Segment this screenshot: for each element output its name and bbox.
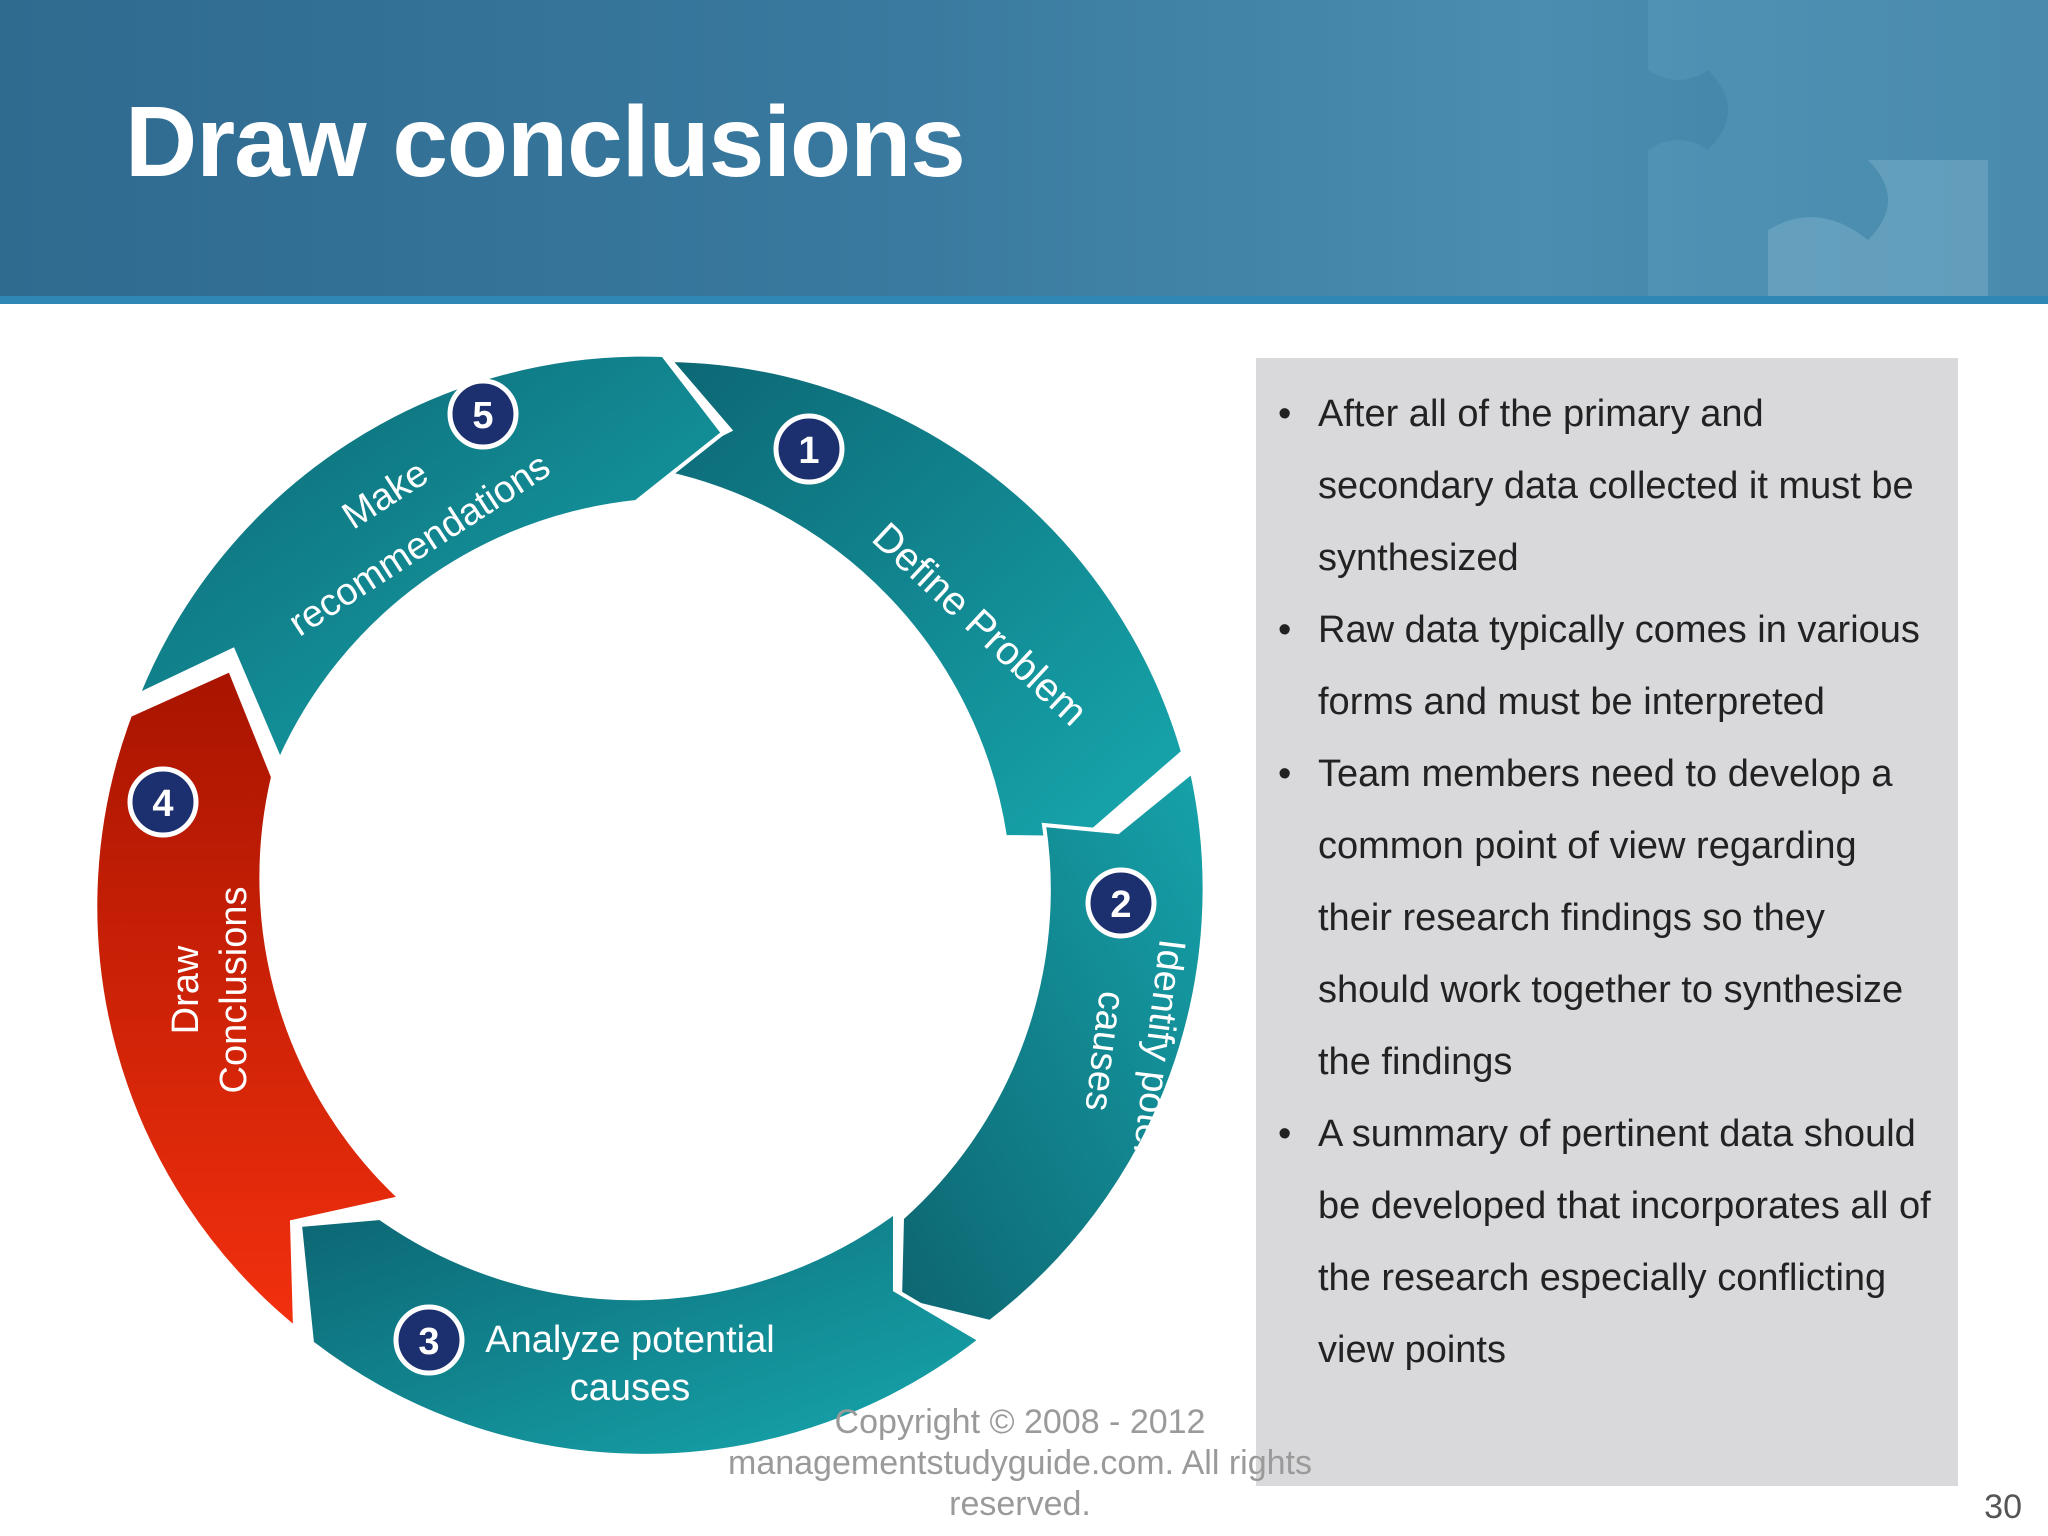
cycle-segment-1 <box>643 357 1186 841</box>
step-2-number: 2 <box>1110 884 1131 926</box>
bullet-item: Raw data typically comes in various form… <box>1278 594 1938 738</box>
step-1-number: 1 <box>798 430 819 472</box>
step-5-badge: 5 <box>447 378 519 450</box>
bullet-item: A summary of pertinent data should be de… <box>1278 1098 1938 1386</box>
step-4-label-line1: Draw <box>165 945 207 1034</box>
slide-title: Draw conclusions <box>125 86 966 198</box>
step-3-badge: 3 <box>393 1304 465 1376</box>
step-4-number: 4 <box>152 783 173 825</box>
step-3-number: 3 <box>418 1321 439 1363</box>
header-banner: Draw conclusions <box>0 0 2048 304</box>
slide-number: 30 <box>1984 1488 2022 1526</box>
bullet-list: After all of the primary and secondary d… <box>1278 378 1938 1386</box>
step-3-label-line2: causes <box>570 1367 690 1409</box>
cycle-segment-3 <box>297 1208 984 1458</box>
bullet-item: After all of the primary and secondary d… <box>1278 378 1938 594</box>
step-4-badge: 4 <box>127 766 199 838</box>
step-1-badge: 1 <box>773 413 845 485</box>
step-2-badge: 2 <box>1085 867 1157 939</box>
header-underline <box>0 296 2048 304</box>
step-5-number: 5 <box>472 395 493 437</box>
process-cycle-diagram: Define Problem Identify potential causes… <box>80 340 1220 1475</box>
bullet-item: Team members need to develop a common po… <box>1278 738 1938 1098</box>
step-4-label-line2: Conclusions <box>213 887 255 1094</box>
bullet-panel: After all of the primary and secondary d… <box>1256 358 1958 1486</box>
step-3-label-line1: Analyze potential <box>485 1319 774 1361</box>
copyright-notice: Copyright © 2008 - 2012 managementstudyg… <box>728 1403 1312 1523</box>
puzzle-piece-icon <box>1648 0 2048 300</box>
cycle-segment-5 <box>134 352 726 765</box>
